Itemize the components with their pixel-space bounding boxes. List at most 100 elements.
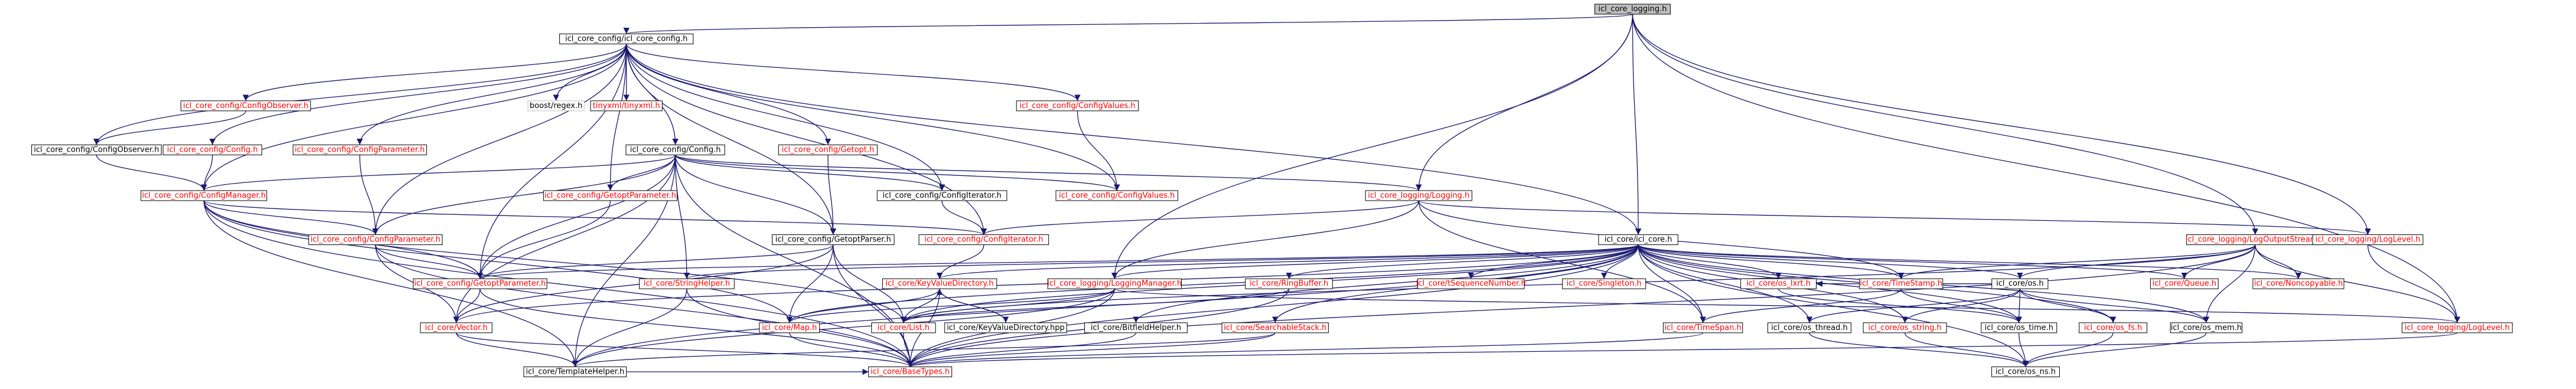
node-vector[interactable]: icl_core/Vector.h (420, 322, 493, 334)
node-log-output-stream[interactable]: icl_core_logging/LogOutputStream.h (2186, 234, 2325, 246)
edge-getopt-param-to-vector (453, 289, 481, 323)
node-template-helper[interactable]: icl_core/TemplateHelper.h (523, 366, 627, 377)
node-label: icl_core/os_fs.h (2084, 323, 2142, 332)
edge-logging-manager-to-log-level (1114, 288, 2460, 323)
edge-os-h-to-os-fs (2019, 289, 2117, 323)
node-kvdir-hpp[interactable]: icl_core/KeyValueDirectory.hpp (944, 322, 1067, 334)
node-getopt-param[interactable]: icl_core_config/GetoptParameter.h (413, 278, 547, 289)
node-bitfield[interactable]: icl_core/BitfieldHelper.h (1084, 322, 1188, 334)
node-observer-red[interactable]: icl_core_config/ConfigObserver.h (180, 100, 311, 112)
node-noncopyable[interactable]: icl_core/Noncopyable.h (2252, 278, 2345, 289)
node-label: icl_core/KeyValueDirectory.hpp (947, 323, 1065, 332)
node-box (2401, 322, 2513, 334)
node-getopt-h[interactable]: icl_core_config/Getopt.h (778, 144, 878, 155)
node-logging-manager[interactable]: icl_core_logging/LoggingManager.h (1047, 278, 1182, 289)
node-box (1055, 190, 1178, 201)
node-box (1417, 278, 1525, 289)
node-timespan[interactable]: icl_core/TimeSpan.h (1662, 322, 1743, 334)
node-getopt-parser[interactable]: icl_core_config/GetoptParser.h (772, 234, 895, 246)
node-cfg-h[interactable]: icl_core_config/Config.h (162, 144, 262, 155)
node-cfg-iterator-top[interactable]: icl_core_config/ConfigIterator.h (876, 190, 1007, 201)
node-label: icl_core_config/GetoptParser.h (775, 236, 891, 244)
edge-log-output-stream-to-os-mem (2203, 244, 2256, 323)
edge-string-helper-to-template-helper (572, 289, 687, 367)
node-os-h[interactable]: icl_core/os.h (1991, 278, 2049, 289)
node-ringbuffer[interactable]: icl_core/RingBuffer.h (1245, 278, 1333, 289)
node-label: icl_core/tSequenceNumber.h (1416, 279, 1526, 288)
node-searchable-stack[interactable]: icl_core/SearchableStack.h (1221, 322, 1329, 334)
node-label: icl_core/Queue.h (2153, 279, 2217, 288)
edge-getopt-parser-to-base-types (833, 244, 914, 367)
edge-log-output-stream-to-log-level (2255, 244, 2460, 323)
node-label: icl_core/os_ns.h (1995, 367, 2056, 376)
node-label: icl_core_logging/LogLevel.h (2316, 236, 2421, 244)
node-label: icl_core_config/ConfigObserver.h (183, 102, 308, 110)
edge-config-h-to-cfg-param (372, 155, 676, 235)
node-box (413, 278, 547, 289)
node-box (625, 144, 725, 155)
edge-config-h-to-cfg-values (674, 154, 1120, 191)
node-os-mem[interactable]: icl_core/os_mem.h (2170, 322, 2242, 334)
node-label: icl_core_config/GetoptParameter.h (544, 191, 676, 200)
node-box (1863, 322, 1947, 334)
node-os-string[interactable]: icl_core/os_string.h (1863, 322, 1947, 334)
node-label: icl_core/BitfieldHelper.h (1091, 323, 1181, 332)
node-label: icl_core/BaseTypes.h (870, 367, 950, 376)
edge-logging-logging-to-timespan (1418, 200, 1706, 323)
node-list[interactable]: icl_core/List.h (871, 322, 936, 334)
node-label: icl_core/os_thread.h (1771, 323, 1848, 332)
node-string-helper[interactable]: icl_core/StringHelper.h (639, 278, 735, 289)
node-observer[interactable]: icl_core_config/ConfigObserver.h (31, 144, 162, 155)
node-cfg-manager[interactable]: icl_core_config/ConfigManager.h (141, 190, 268, 201)
node-base-types[interactable]: icl_core/BaseTypes.h (868, 366, 953, 377)
node-label: icl_core/Vector.h (425, 323, 488, 332)
node-cfg-param[interactable]: icl_core_config/ConfigParameter.h (308, 234, 443, 246)
node-box (778, 144, 878, 155)
edge-logging-logging-to-logging-manager (1111, 200, 1419, 279)
node-kvdir[interactable]: icl_core/KeyValueDirectory.h (882, 278, 997, 289)
node-timestamp[interactable]: icl_core/TimeStamp.h (1859, 278, 1944, 289)
node-os-lxrt[interactable]: icl_core/os_lxrt.h (1740, 278, 1817, 289)
node-logging[interactable]: icl_core_logging.h (1594, 4, 1671, 15)
node-config-h[interactable]: icl_core_config/Config.h (625, 144, 725, 155)
node-os-ns[interactable]: icl_core/os_ns.h (1991, 366, 2060, 377)
node-os-thread[interactable]: icl_core/os_thread.h (1767, 322, 1851, 334)
edge-icl-core-to-timespan (1638, 244, 1706, 323)
node-cfg-param-top[interactable]: icl_core_config/ConfigParameter.h (292, 144, 427, 155)
node-getopt-param-top[interactable]: icl_core_config/GetoptParameter.h (543, 190, 677, 201)
node-cfg-values[interactable]: icl_core_config/ConfigValues.h (1055, 190, 1178, 201)
node-box (523, 366, 627, 377)
node-queue[interactable]: icl_core/Queue.h (2150, 278, 2219, 289)
node-box (1594, 4, 1671, 15)
node-box (2170, 322, 2242, 334)
node-map[interactable]: icl_core/Map.h (759, 322, 820, 334)
node-config[interactable]: icl_core_config/icl_core_config.h (559, 33, 694, 44)
node-box (1016, 100, 1139, 112)
node-singleton[interactable]: icl_core/Singleton.h (1562, 278, 1646, 289)
node-icl-core[interactable]: icl_core/icl_core.h (1598, 234, 1678, 246)
node-label: icl_core/os_time.h (1985, 323, 2053, 332)
edge-config-to-cfg-values (626, 44, 1120, 191)
edge-getopt-parser-to-map (786, 244, 834, 323)
node-cfg-values-red[interactable]: icl_core_config/ConfigValues.h (1016, 100, 1139, 112)
node-tinyxml[interactable]: tinyxml/tinyxml.h (590, 100, 663, 112)
node-boost-regex[interactable]: boost/regex.h (527, 100, 585, 112)
edge-logging-to-logging-logging (1416, 14, 1633, 191)
edge-cfg-param-to-base-types (375, 244, 914, 367)
node-log-level[interactable]: icl_core_logging/LogLevel.h (2401, 322, 2513, 334)
node-box (876, 190, 1007, 201)
node-log-level-top[interactable]: icl_core_logging/LogLevel.h (2312, 234, 2424, 246)
node-logging-logging[interactable]: icl_core_logging/Logging.h (1365, 190, 1472, 201)
edge-os-h-to-os-time (2016, 289, 2023, 323)
node-os-fs[interactable]: icl_core/os_fs.h (2079, 322, 2147, 334)
node-seqnum[interactable]: icl_core/tSequenceNumber.h (1416, 278, 1526, 289)
edge-map-to-base-types (789, 332, 914, 367)
node-box (543, 190, 677, 201)
node-label: icl_core_logging/LogLevel.h (2405, 323, 2510, 332)
node-cfg-iterator[interactable]: icl_core_config/ConfigIterator.h (918, 234, 1049, 246)
node-box (559, 33, 694, 44)
edge-getopt-parser-to-list (833, 244, 907, 323)
node-os-time[interactable]: icl_core/os_time.h (1981, 322, 2057, 334)
node-box (918, 234, 1049, 246)
